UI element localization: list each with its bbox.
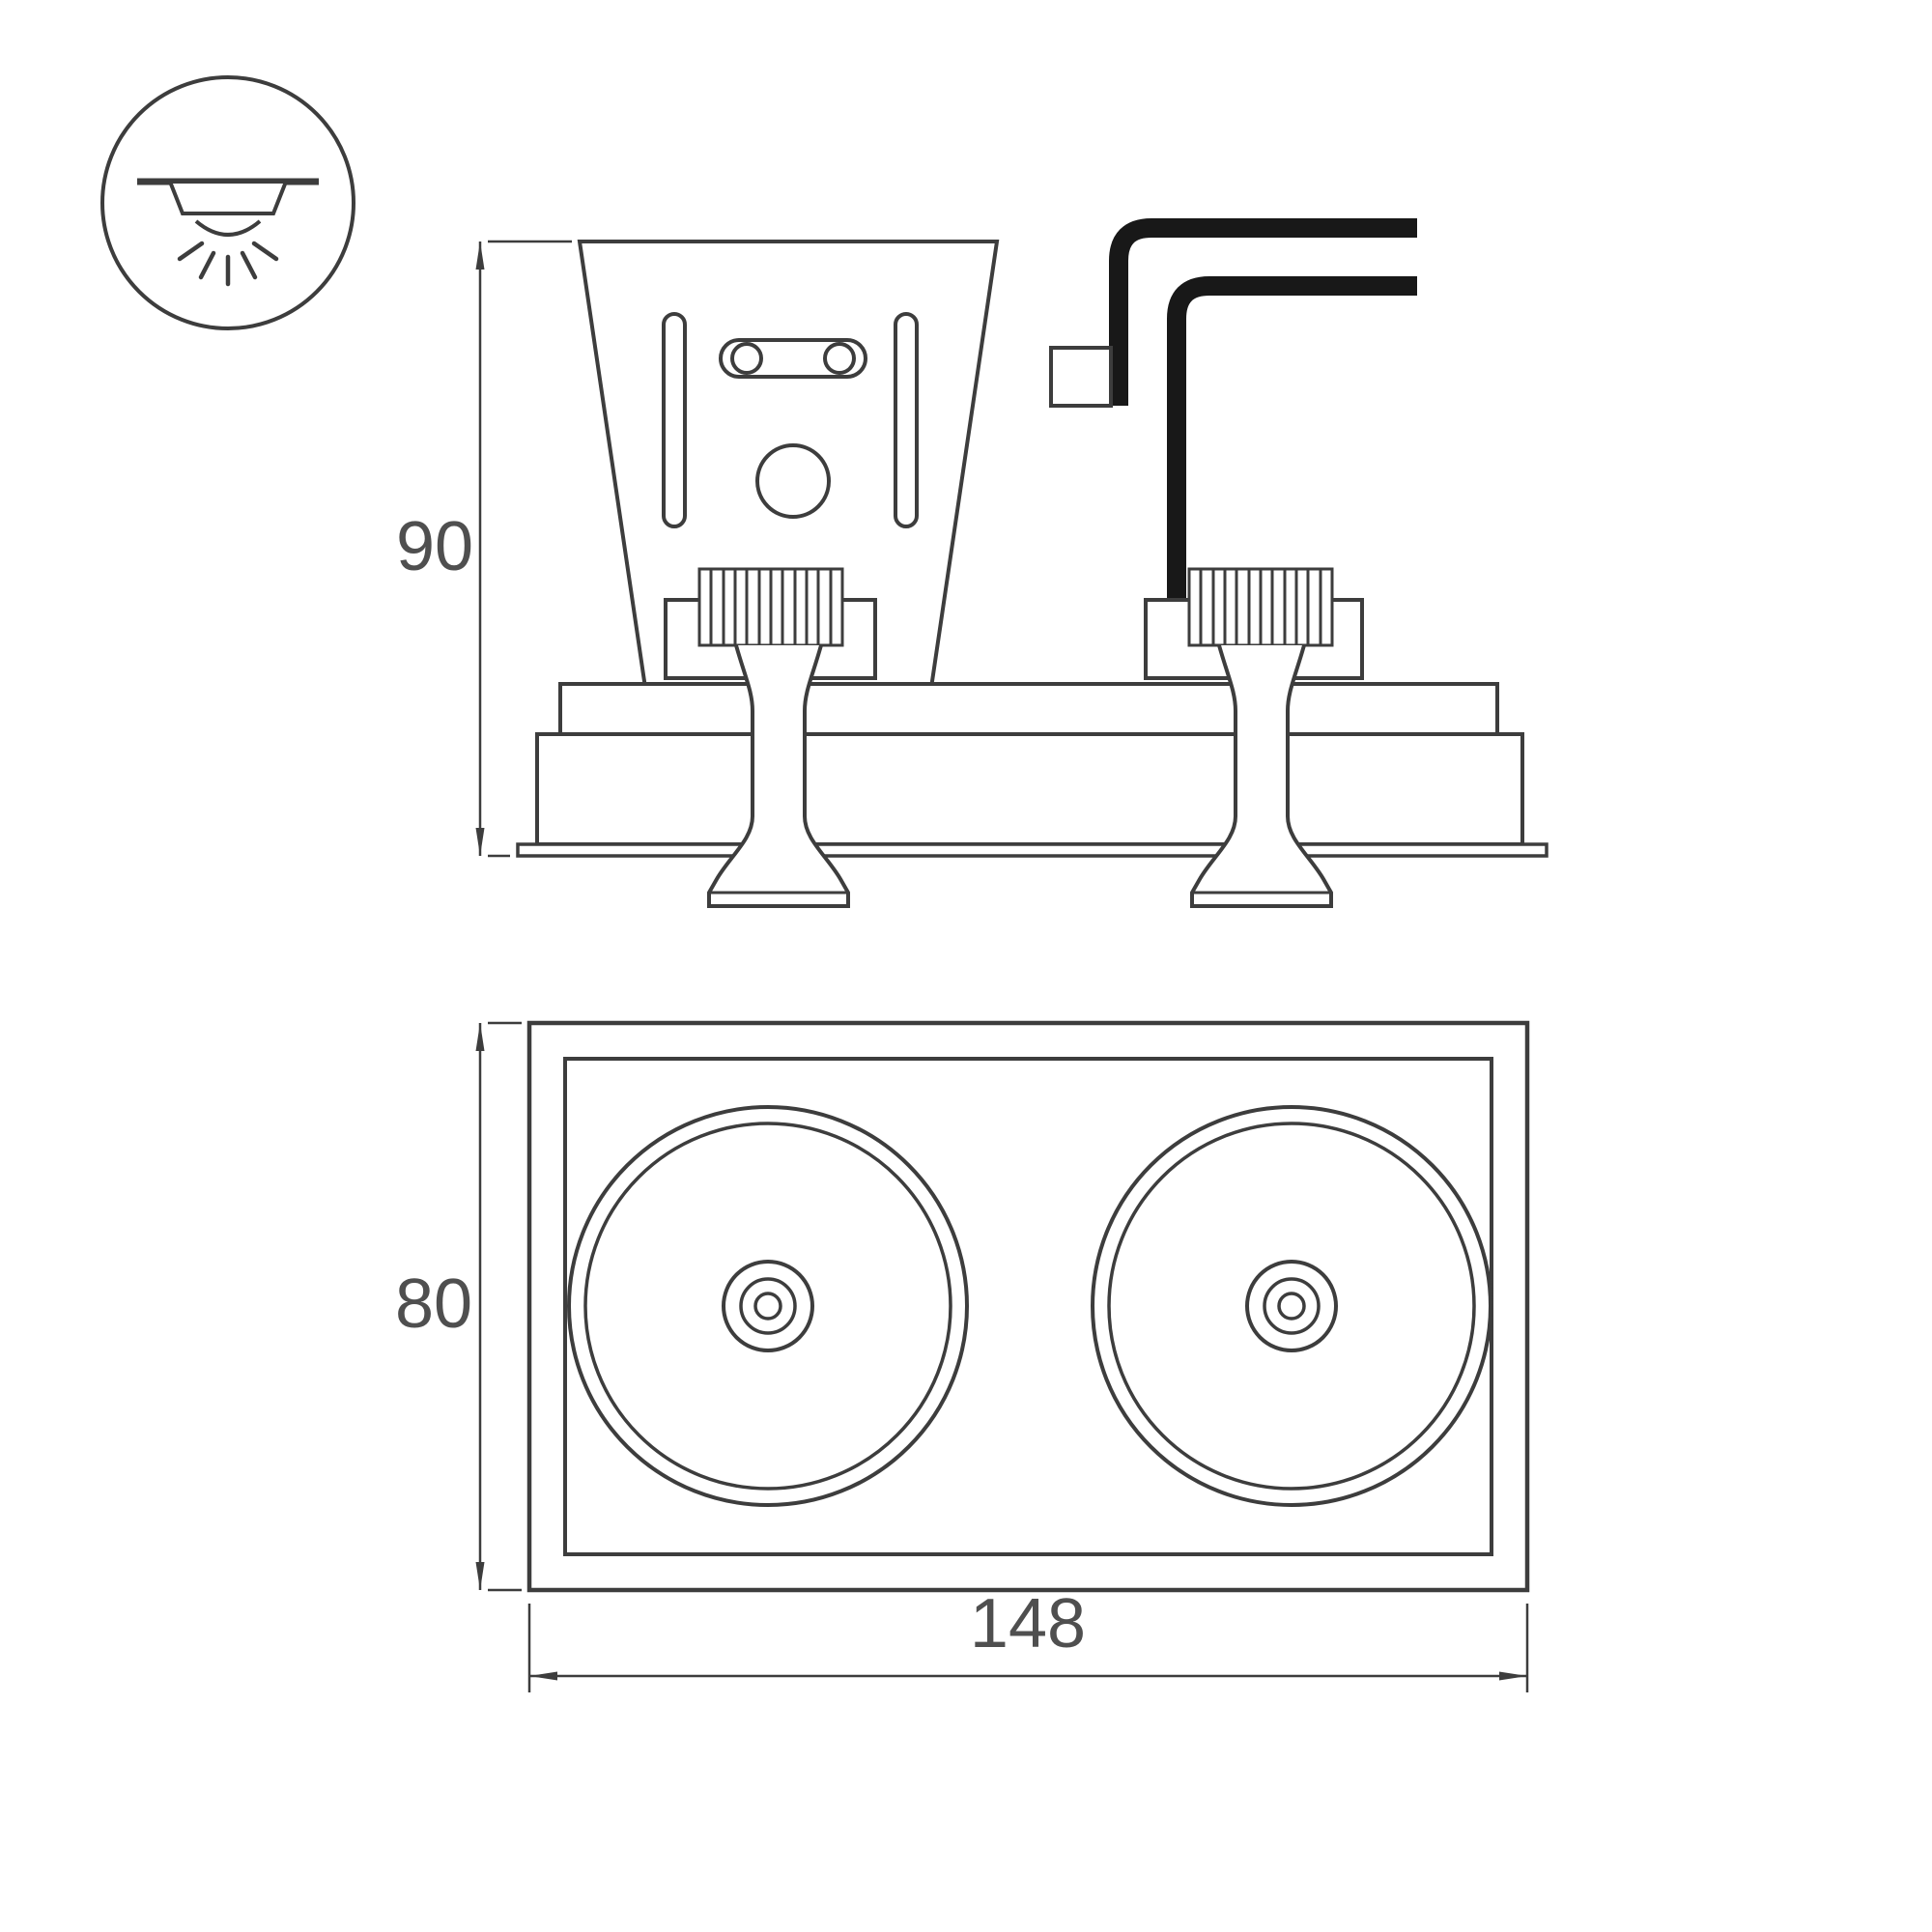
heatsink-fins-right (1199, 569, 1322, 645)
bracket-slot-right (894, 312, 919, 528)
face-outer-frame (526, 1020, 1530, 1593)
led-ring-outer-right (1245, 1260, 1338, 1352)
led-ring-outer-left (722, 1260, 814, 1352)
lens-trumpet-outline-left (707, 644, 850, 908)
lens-trumpet-right (1190, 644, 1333, 908)
bracket-hole (755, 443, 831, 519)
lens-left (567, 1105, 969, 1507)
led-ring-mid-left (739, 1277, 797, 1335)
recessed-downlight-icon (100, 75, 355, 330)
icon-circle-border (100, 75, 355, 330)
light-rays (177, 241, 279, 287)
led-ring-mid-right (1263, 1277, 1321, 1335)
housing-body (535, 732, 1524, 846)
heatsink-fins-left (709, 569, 833, 645)
lens-trumpet-left (707, 644, 850, 908)
dimension-face-height: 80 (395, 1021, 522, 1592)
dimension-side-height: 90 (396, 240, 572, 858)
lens-right (1091, 1105, 1492, 1507)
power-cable-short (1109, 218, 1417, 406)
led-module-left (664, 567, 877, 680)
housing-flange (516, 842, 1548, 858)
slot-screw-right (823, 342, 856, 375)
side-view (516, 218, 1548, 908)
lens-outer-ring-left (567, 1105, 969, 1507)
led-module-right (1144, 567, 1364, 680)
power-cable-long (1167, 276, 1417, 626)
lens-inner-ring-right (1107, 1122, 1476, 1491)
dimension-label-80: 80 (395, 1265, 472, 1343)
dimension-label-148: 148 (970, 1585, 1086, 1662)
housing-step (558, 682, 1499, 736)
lens-inner-ring-left (583, 1122, 952, 1491)
drawing-root: 90 80 (100, 75, 1548, 1692)
led-dot-right (1277, 1292, 1306, 1321)
lens-trumpet-outline-right (1190, 644, 1333, 908)
led-dot-left (753, 1292, 782, 1321)
lens-outer-ring-right (1091, 1105, 1492, 1507)
adjustment-slot (719, 338, 867, 379)
dimension-face-width: 148 (527, 1585, 1529, 1692)
bottom-view (526, 1020, 1530, 1593)
recessed-fixture-profile (167, 180, 289, 215)
dimension-label-90: 90 (396, 508, 473, 585)
light-glow-arc (194, 219, 262, 237)
slot-screw-left (730, 342, 763, 375)
bracket-slot-left (662, 312, 687, 528)
cable-connector (1049, 346, 1113, 408)
